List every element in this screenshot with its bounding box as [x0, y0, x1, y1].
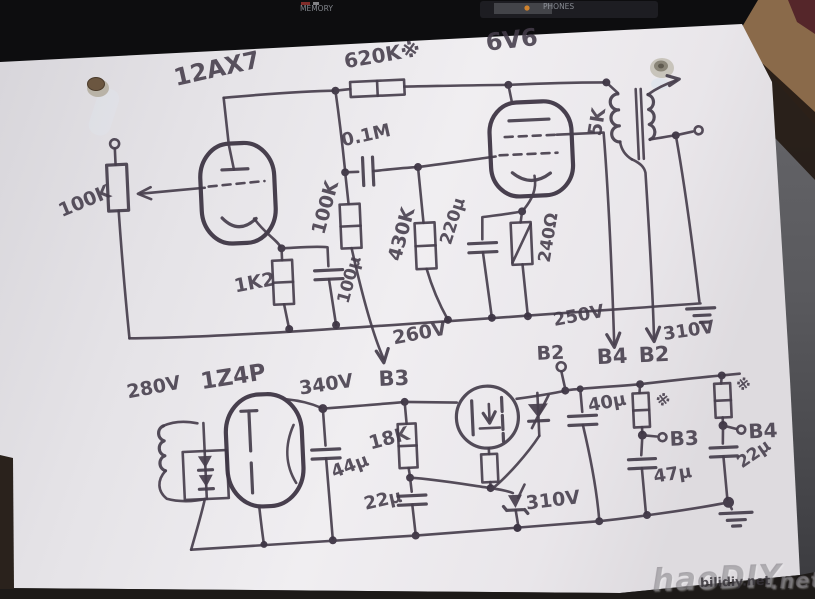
screen-wire-b4 [555, 131, 622, 349]
watermark-small: bilidiy.net [700, 573, 771, 590]
rectifier-diodes [196, 421, 215, 501]
pin-right [650, 58, 674, 90]
ground-wire-opt [674, 134, 701, 303]
100u-cathode-cap [280, 245, 345, 329]
12ax7-tube [198, 96, 283, 250]
watermark: haoDIY .net bilidiy.net [651, 558, 815, 599]
equipment-red-mark [301, 2, 310, 5]
coupling-cap-0p1 [334, 89, 422, 188]
47u-filter-cap [626, 433, 658, 520]
44u-filter-cap [310, 407, 342, 545]
b2-output-terminal [555, 360, 567, 390]
watermark-dotnet: .net [770, 568, 815, 594]
input-jack [108, 137, 121, 167]
40u-filter-cap [566, 387, 604, 526]
protection-diode [493, 391, 551, 489]
schematic: 100K 12AX7 620K※ [55, 23, 778, 552]
output-tube-label: 6V6 [484, 23, 539, 57]
b2-terminal-label: B2 [536, 342, 565, 365]
select-mark-2: ※ [735, 375, 752, 395]
18k-resistor [396, 400, 492, 490]
240ohm-cathode-resistor [509, 210, 534, 321]
220u-cathode-cap [466, 207, 527, 322]
b3-dropper-resistor [631, 382, 668, 443]
22u-divider-cap [396, 476, 428, 540]
b2-arrow-label: B2 [638, 342, 670, 367]
mosfet-regulator [454, 384, 521, 493]
psu-bottom-rail [189, 497, 730, 552]
b2-supply-wire [630, 158, 662, 344]
1k2-cathode-resistor [270, 244, 296, 334]
equipment-phones-label: PHONES [543, 2, 574, 11]
watermark-large: haoDIY [651, 558, 785, 599]
equipment-panel [480, 1, 658, 18]
ground-rail-upper [128, 302, 717, 340]
6v6-tube [487, 83, 576, 211]
equipment-display [494, 3, 552, 14]
equipment-led [524, 5, 530, 11]
paper-sheet [0, 24, 800, 593]
bottom-shadow [0, 572, 815, 599]
left-desk-sliver [0, 455, 14, 589]
opt-impedance-label: 5K [584, 105, 610, 137]
100k-plate-resistor [338, 171, 390, 365]
b3-arrow-label: B3 [378, 366, 410, 391]
b4-terminal-label: B4 [748, 418, 778, 443]
select-mark-1: ※ [654, 391, 671, 411]
430k-grid-resistor [413, 165, 452, 324]
equipment-white-mark [313, 2, 319, 5]
red-object-corner [788, 0, 815, 34]
620k-feedback-resistor [334, 78, 611, 99]
b4-dropper-resistor [712, 374, 747, 435]
equipment-memory-label: MEMORY [300, 4, 333, 13]
output-transformer [605, 74, 704, 161]
b3-terminal-label: B3 [669, 426, 699, 451]
pin-left [87, 77, 120, 136]
b4-arrow-label: B4 [596, 344, 628, 369]
